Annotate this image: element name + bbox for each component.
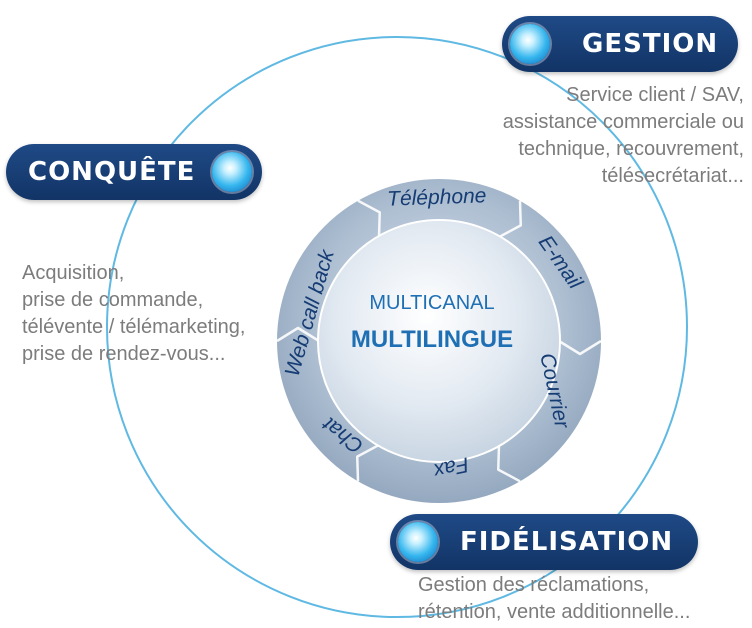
description-line: rétention, vente additionnelle... (418, 601, 691, 623)
description-line: télésecrétariat... (601, 165, 744, 187)
description-line: technique, recouvrement, (518, 138, 744, 160)
gestion-description: Service client / SAV, assistance commerc… (503, 82, 744, 190)
fidelisation-badge: FIDÉLISATION (390, 514, 698, 570)
gestion-badge: GESTION (502, 16, 738, 72)
center-label-multilingue: MULTILINGUE (351, 326, 513, 353)
ring-chevrons (276, 199, 602, 483)
bullet-icon (510, 24, 550, 64)
description-line: prise de commande, (22, 289, 204, 311)
fidelisation-description: Gestion des réclamations, rétention, ven… (418, 572, 690, 626)
description-line: Gestion des réclamations, (418, 574, 650, 596)
description-line: prise de rendez-vous... (22, 343, 226, 365)
outer-cycle-circle (106, 36, 688, 618)
conquete-badge: CONQUÊTE (6, 144, 262, 200)
gestion-title: GESTION (582, 29, 719, 59)
bullet-icon (398, 522, 438, 562)
center-circle (317, 219, 561, 463)
bullet-icon (212, 152, 252, 192)
center-label-multicanal: MULTICANAL (369, 292, 494, 314)
description-line: télévente / télémarketing, (22, 316, 246, 338)
description-line: Acquisition, (22, 262, 125, 284)
conquete-description: Acquisition, prise de commande, télévent… (22, 260, 245, 368)
channel-label: Téléphone (387, 184, 487, 210)
description-line: Service client / SAV, (566, 84, 744, 106)
conquete-title: CONQUÊTE (28, 157, 196, 187)
fidelisation-title: FIDÉLISATION (460, 527, 674, 557)
description-line: assistance commerciale ou (502, 111, 744, 133)
